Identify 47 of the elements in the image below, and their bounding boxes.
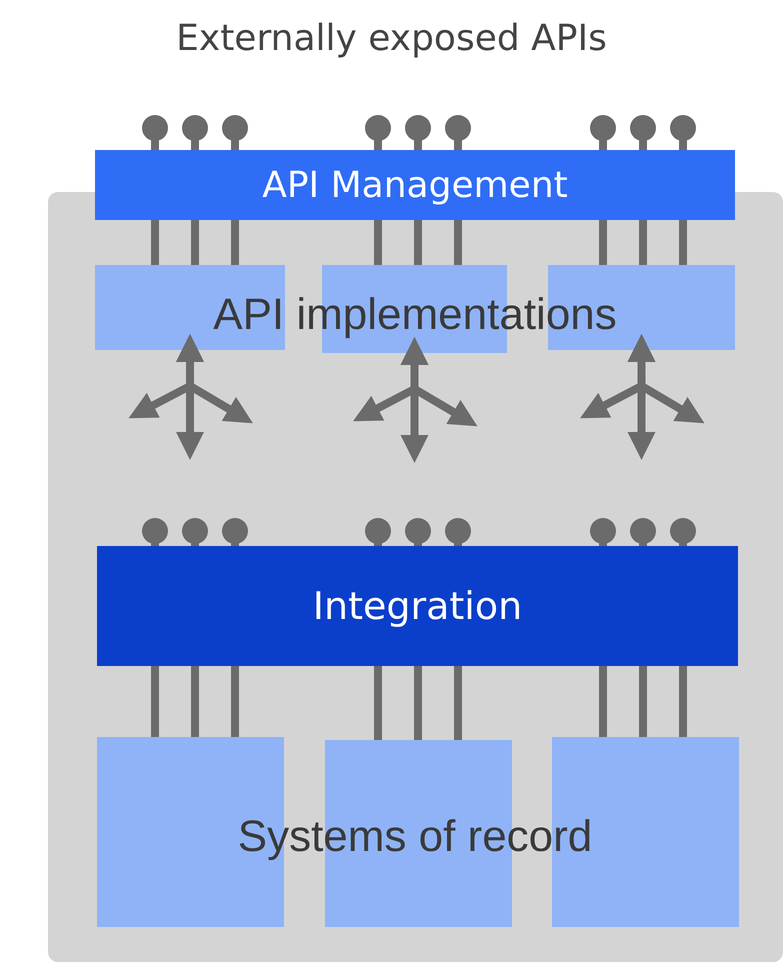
connector-line [374, 220, 382, 265]
interface-connector [630, 115, 656, 150]
layer-label: Systems of record [236, 812, 594, 862]
layer-label: API implementations [212, 290, 618, 340]
connector-line [599, 220, 607, 265]
connector-line [414, 220, 422, 265]
branching-arrow [400, 337, 478, 426]
connector-line [679, 220, 687, 265]
branching-arrow [176, 334, 253, 424]
interface-connector [365, 115, 391, 150]
title: Externally exposed APIs [175, 18, 608, 59]
interface-connector [590, 518, 616, 546]
interface-connector [445, 518, 471, 546]
connector-line [231, 220, 239, 265]
connector-line [454, 666, 462, 740]
interface-connector [445, 115, 471, 150]
interface-connector [222, 115, 248, 150]
interface-connector [142, 518, 168, 546]
connector-line [454, 220, 462, 265]
connector-line [414, 666, 422, 740]
layer-box [95, 265, 285, 350]
connector-line [151, 666, 159, 737]
layer-title: Integration [312, 584, 522, 628]
connector-line [374, 666, 382, 740]
branching-arrow [628, 334, 704, 424]
interface-connector [670, 115, 696, 150]
connector-line [599, 666, 607, 737]
connector-line [191, 666, 199, 737]
connector-line [151, 220, 159, 265]
connector-line [639, 666, 647, 737]
layer-title: API Management [262, 164, 568, 206]
interface-connector [182, 115, 208, 150]
interface-connector [365, 518, 391, 546]
interface-connector [630, 518, 656, 546]
interface-connector [222, 518, 248, 546]
interface-connector [670, 518, 696, 546]
interface-connector [142, 115, 168, 150]
connector-line [231, 666, 239, 737]
connector-line [639, 220, 647, 265]
api-management-bar [95, 150, 735, 220]
interface-connector [182, 518, 208, 546]
connector-line [191, 220, 199, 265]
interface-connector [405, 518, 431, 546]
connector-line [679, 666, 687, 737]
interface-connector [405, 115, 431, 150]
integration-bar [97, 546, 738, 666]
interface-connector [590, 115, 616, 150]
